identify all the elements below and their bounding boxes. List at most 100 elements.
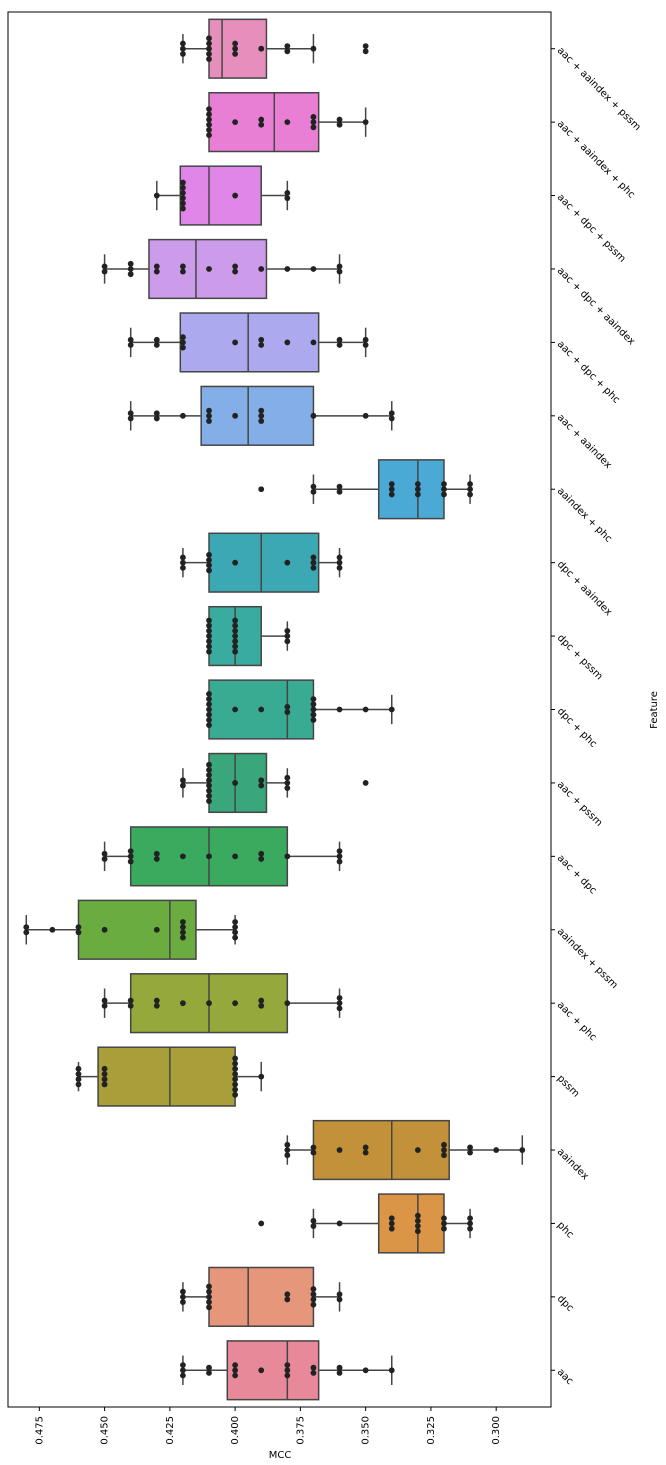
data-point (467, 1225, 473, 1232)
data-point (206, 853, 212, 860)
data-point (206, 1293, 212, 1300)
data-point (180, 268, 186, 275)
data-point (284, 559, 291, 566)
data-point (206, 1283, 212, 1290)
data-point (206, 562, 212, 569)
data-point (206, 1304, 212, 1311)
data-point (180, 934, 186, 941)
data-point (310, 554, 317, 561)
data-point (101, 1071, 108, 1077)
data-point (127, 342, 134, 348)
data-point (153, 342, 160, 348)
data-point (336, 564, 343, 571)
y-tick-label: dpc (555, 1293, 576, 1314)
iqr-box (200, 385, 315, 446)
data-point (336, 853, 343, 860)
data-point (153, 850, 160, 857)
data-point (441, 1220, 447, 1227)
data-point (75, 1076, 82, 1083)
data-point (206, 638, 212, 645)
data-point (206, 418, 212, 424)
iqr-box (377, 459, 445, 520)
data-point (310, 559, 317, 566)
iqr-box (208, 532, 320, 593)
data-point (284, 709, 291, 715)
data-point (284, 853, 291, 860)
data-point (310, 124, 317, 131)
data-point (232, 1091, 239, 1098)
data-point (180, 1367, 186, 1374)
data-point (284, 1367, 291, 1374)
data-point (232, 1086, 239, 1093)
data-point (467, 481, 473, 487)
data-point (206, 40, 212, 47)
data-point (284, 1291, 291, 1298)
data-point (206, 706, 212, 713)
iqr-box (97, 1046, 236, 1107)
data-point (362, 1367, 369, 1374)
data-point (441, 1147, 447, 1153)
data-point (232, 339, 239, 346)
data-point (232, 622, 239, 629)
data-point (336, 483, 343, 490)
data-point (258, 856, 265, 862)
data-point (153, 415, 160, 422)
y-tick-label: dpc + pssm (555, 633, 605, 683)
data-point (206, 1299, 212, 1305)
x-tick-label: 0.425 (165, 1416, 176, 1445)
box-2 (156, 165, 289, 226)
data-point (388, 1215, 395, 1222)
data-point (153, 336, 160, 343)
data-point (284, 119, 291, 126)
data-point (153, 268, 160, 275)
y-tick-label: aac + aaindex + pssm (555, 45, 643, 133)
data-point (206, 51, 212, 57)
data-point (101, 997, 108, 1004)
data-point (310, 339, 317, 346)
data-point (232, 1367, 239, 1374)
box-1 (208, 92, 367, 153)
data-point (206, 1000, 212, 1007)
data-point (153, 856, 160, 862)
x-tick-label: 0.475 (34, 1416, 45, 1445)
data-point (258, 336, 265, 343)
data-point (414, 1147, 421, 1153)
data-point (180, 559, 186, 566)
data-point (206, 35, 212, 42)
data-point (180, 1000, 186, 1007)
data-point (232, 1081, 239, 1088)
iqr-box (179, 312, 320, 373)
data-point (232, 853, 239, 860)
data-point (232, 192, 239, 199)
iqr-box (377, 1193, 445, 1254)
data-point (232, 638, 239, 645)
data-point (388, 481, 395, 487)
data-point (310, 266, 317, 272)
data-point (153, 410, 160, 417)
data-point (101, 1081, 108, 1088)
data-point (284, 339, 291, 346)
data-point (441, 491, 447, 498)
data-point (127, 858, 134, 865)
data-point (180, 40, 186, 47)
data-point (336, 1147, 343, 1153)
data-point (284, 1362, 291, 1368)
data-point (232, 1055, 239, 1062)
data-point (467, 491, 473, 498)
data-point (206, 617, 212, 624)
data-point (310, 1296, 317, 1303)
data-point (127, 336, 134, 343)
x-axis-label: MCC (269, 1450, 292, 1461)
data-point (232, 40, 239, 47)
data-point (258, 782, 265, 789)
data-point (180, 344, 186, 351)
data-point (206, 711, 212, 718)
y-tick-label: aac + dpc + pssm (555, 192, 628, 265)
data-point (101, 856, 108, 862)
data-point (310, 1223, 317, 1229)
data-point (206, 777, 212, 784)
x-tick-label: 0.325 (426, 1416, 437, 1445)
data-point (336, 1220, 343, 1227)
data-point (232, 627, 239, 634)
